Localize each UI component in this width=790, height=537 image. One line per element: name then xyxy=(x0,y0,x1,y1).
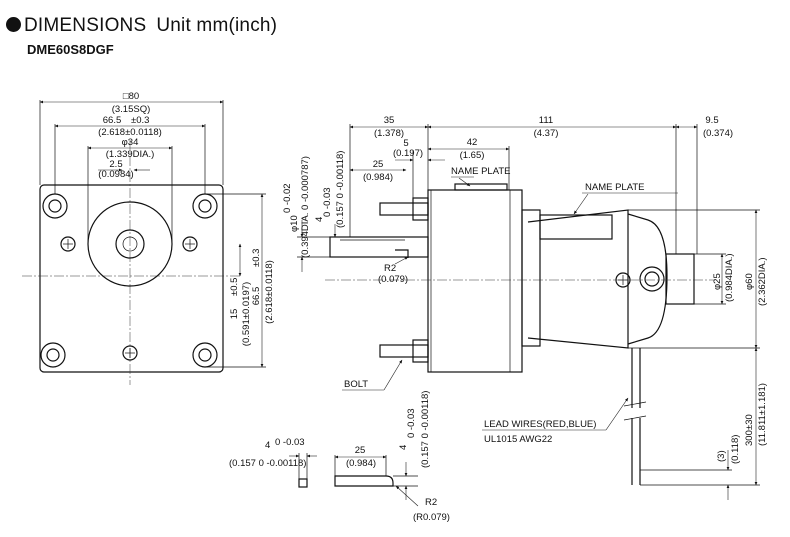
label-bolt: BOLT xyxy=(344,379,368,390)
key-height: 4 xyxy=(398,445,409,450)
bullet-icon xyxy=(6,17,21,32)
flange-square xyxy=(39,184,224,373)
dim-shaft-offset-inch: (0.0984) xyxy=(98,169,133,180)
dim-35-inch: (1.378) xyxy=(374,128,404,139)
mounting-hole-tr xyxy=(192,193,218,219)
dim-r2-inch: (0.079) xyxy=(378,274,408,285)
dim-square: □80 xyxy=(123,91,139,102)
dim-5-inch: (0.197) xyxy=(393,148,423,159)
key-height-inch: (0.157 0 -0.00118) xyxy=(420,391,431,468)
dim-shaft-dia: φ10 xyxy=(289,215,300,232)
key-detail: 4 0 -0.03 (0.157 0 -0.00118) 25 (0.984) … xyxy=(229,391,450,523)
dim-111-inch: (4.37) xyxy=(534,128,559,139)
key-width-inch: (0.157 0 -0.00118) xyxy=(229,458,306,469)
label-wire-spec: UL1015 AWG22 xyxy=(484,434,552,445)
key-length: 25 xyxy=(355,445,366,456)
dim-phi60-inch: (2.362DIA.) xyxy=(757,257,768,306)
dim-vpitch-inch: (2.618±0.0118) xyxy=(264,260,275,324)
dim-boss: φ34 xyxy=(122,137,139,148)
dim-vpitch-tol: ±0.3 xyxy=(251,249,262,267)
terminal-circle xyxy=(639,266,665,292)
screw-bottom xyxy=(122,345,138,361)
key-radius-inch: (R0.079) xyxy=(413,512,450,523)
dim-center-inch: (0.591±0.0197) xyxy=(241,282,252,346)
motor-body xyxy=(527,209,629,349)
dim-shaft-dia-inch: (0.394DIA. 0 -0.000787) xyxy=(300,156,311,258)
key-end-section xyxy=(298,478,308,488)
dim-boss-inch: (1.339DIA.) xyxy=(106,149,155,160)
dim-key-tol: 0 -0.03 xyxy=(322,187,333,217)
side-view: 35 (1.378) 111 (4.37) 9.5 (0.374) 42 (1.… xyxy=(282,115,768,500)
dim-25: 25 xyxy=(373,159,384,170)
dim-9-5: 9.5 xyxy=(705,115,718,126)
mounting-hole-tl xyxy=(42,193,68,219)
mounting-hole-bl xyxy=(40,342,66,368)
key-radius: R2 xyxy=(425,497,437,508)
dim-pitch-tol: ±0.3 xyxy=(131,115,149,126)
dim-key-inch: (0.157 0 -0.00118) xyxy=(335,151,346,228)
stud-top xyxy=(379,202,429,216)
model-number: DME60S8DGF xyxy=(27,42,114,57)
key-width-tol: 0 -0.03 xyxy=(275,437,305,448)
motor-boss xyxy=(665,253,695,305)
nut-top xyxy=(412,197,429,221)
shaft-circle xyxy=(115,229,145,259)
dim-lead-length-inch: (11.811±1.181) xyxy=(757,383,768,446)
dim-phi25: φ25 xyxy=(712,273,723,290)
dim-42-inch: (1.65) xyxy=(460,150,485,161)
wire-break xyxy=(623,401,647,421)
dim-pitch: 66.5 xyxy=(103,115,122,126)
dim-lead-length-tol: ±30 xyxy=(744,414,755,430)
dim-strip: (3) xyxy=(716,450,727,462)
key-width: 4 xyxy=(265,440,270,451)
motor-cap xyxy=(627,213,668,345)
dim-25-inch: (0.984) xyxy=(363,172,393,183)
front-view: □80 (3.15SQ) 66.5 ±0.3 (2.618±0.0118) φ3… xyxy=(22,91,275,385)
key-height-tol: 0 -0.03 xyxy=(406,408,417,438)
screw-left xyxy=(60,236,76,252)
dim-strip-inch: (0.118) xyxy=(730,435,741,464)
dim-shaft-dia-tol: 0 -0.02 xyxy=(282,183,293,213)
dim-r2: R2 xyxy=(384,263,396,274)
label-nameplate-gearbox: NAME PLATE xyxy=(451,166,510,177)
dim-shaft-offset: 2.5 xyxy=(109,159,122,170)
shaft-step xyxy=(395,249,409,258)
dim-5: 5 xyxy=(403,138,408,149)
key-side-view xyxy=(334,475,394,487)
dim-key: 4 xyxy=(314,217,325,222)
dim-35: 35 xyxy=(384,115,395,126)
dim-phi25-inch: (0.984DIA.) xyxy=(724,253,735,302)
dim-square-inch: (3.15SQ) xyxy=(112,104,151,115)
nameplate-motor xyxy=(539,214,613,240)
nameplate-gearbox xyxy=(454,183,508,191)
label-nameplate-motor: NAME PLATE xyxy=(585,182,644,193)
stud-bottom xyxy=(379,344,429,358)
dim-center-tol: ±0.5 xyxy=(229,278,240,296)
dim-center: 15 xyxy=(229,309,240,320)
heading-title: DIMENSIONS xyxy=(24,15,147,36)
section-heading: DIMENSIONS Unit mm(inch) xyxy=(6,15,277,37)
key-length-inch: (0.984) xyxy=(346,458,376,469)
motor-flange xyxy=(521,209,541,347)
nut-bottom xyxy=(412,339,429,363)
callouts: NAME PLATE NAME PLATE BOLT LEAD WIRES(RE… xyxy=(342,166,678,445)
screw-right xyxy=(182,236,198,252)
shaft-hole xyxy=(122,236,138,252)
dim-lead-length: 300 xyxy=(744,430,755,446)
dim-vpitch: 66.5 xyxy=(251,287,262,306)
mounting-hole-br xyxy=(192,342,218,368)
dim-pitch-inch: (2.618±0.0118) xyxy=(98,127,162,138)
dim-phi60: φ60 xyxy=(744,273,755,290)
dim-9-5-inch: (0.374) xyxy=(703,128,733,139)
gearbox-body xyxy=(427,189,523,373)
dim-111: 111 xyxy=(539,115,553,126)
label-lead-wires: LEAD WIRES(RED,BLUE) xyxy=(484,419,596,430)
dim-42: 42 xyxy=(467,137,478,148)
heading-unit: Unit mm(inch) xyxy=(156,15,278,36)
